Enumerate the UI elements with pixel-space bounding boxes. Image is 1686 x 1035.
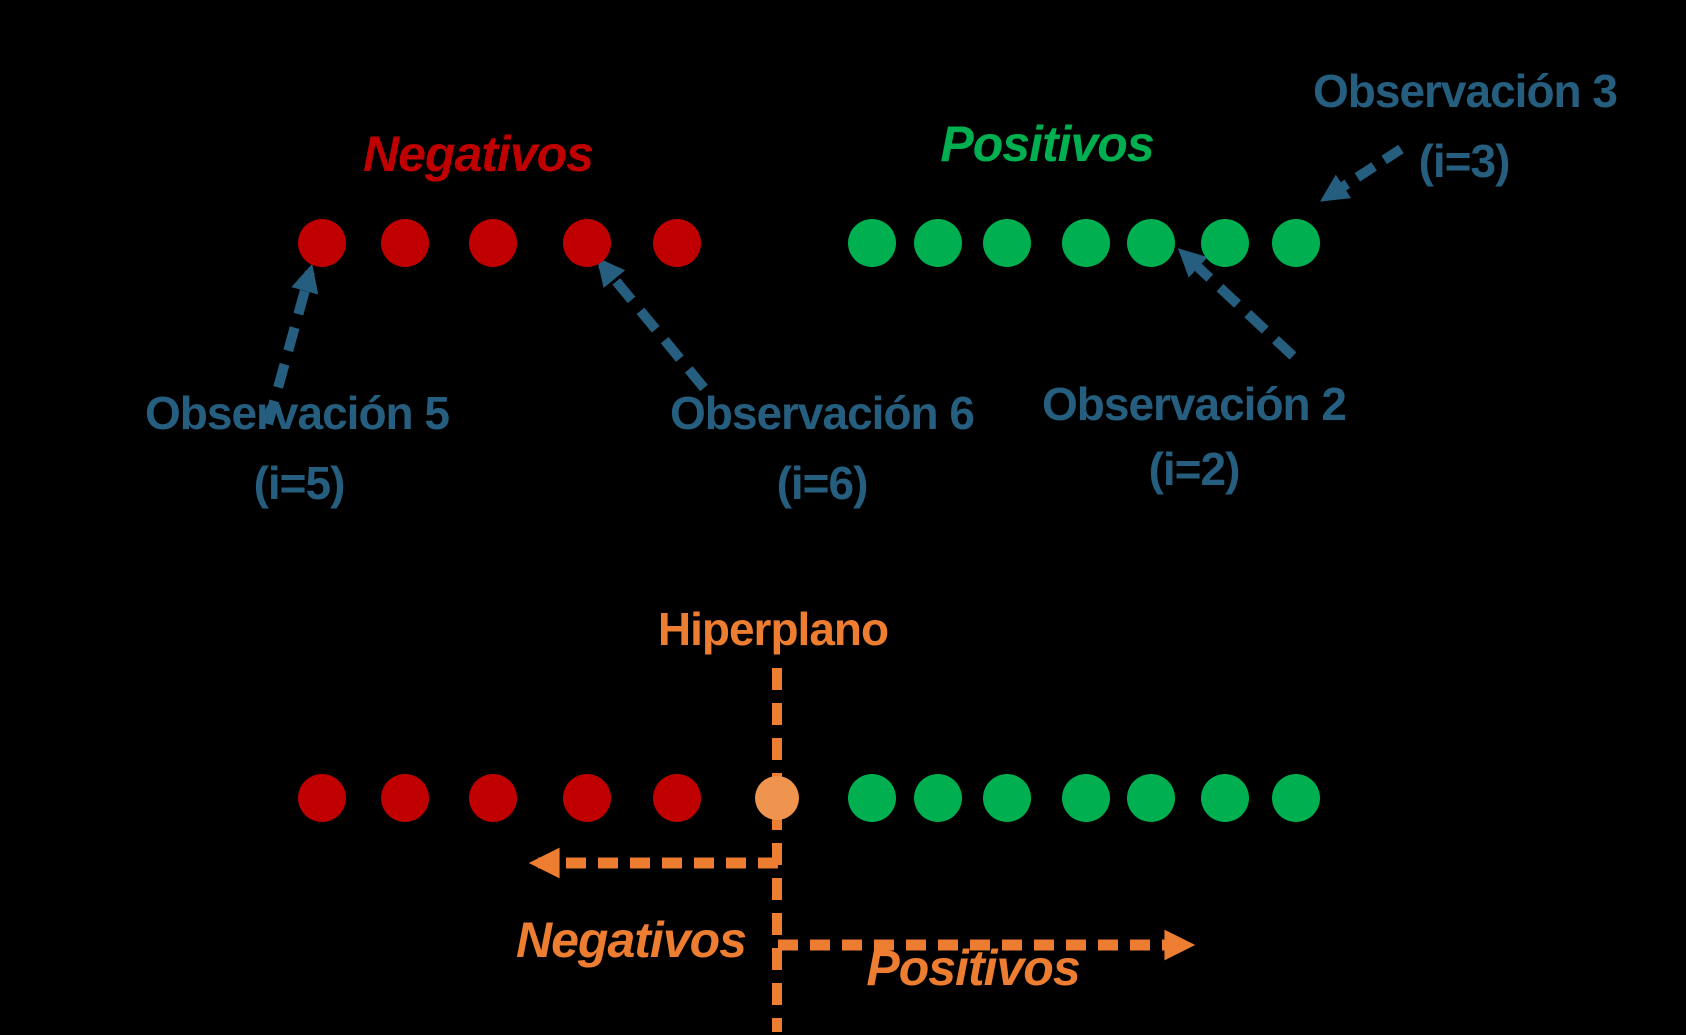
positive-dot — [1201, 219, 1249, 267]
positive-dot — [914, 774, 962, 822]
hyperplane-dot — [755, 776, 799, 820]
positive-dot — [848, 774, 896, 822]
obs3-arrow — [1319, 144, 1404, 202]
obs3-index: (i=3) — [1418, 135, 1511, 187]
negative-dot — [298, 774, 346, 822]
bottom-dot-row — [298, 774, 1320, 822]
positive-dot — [983, 774, 1031, 822]
negative-dot — [563, 219, 611, 267]
top-positives-title: Positivos — [940, 116, 1154, 172]
obs3-label: Observación 3 — [1312, 65, 1618, 117]
positive-dot — [1062, 774, 1110, 822]
top-dot-row — [298, 219, 1320, 267]
positive-dot — [1127, 774, 1175, 822]
obs6-label: Observación 6 — [669, 387, 975, 439]
obs5-label: Observación 5 — [144, 387, 450, 439]
obs2-index: (i=2) — [1148, 443, 1241, 495]
positive-dot — [1272, 774, 1320, 822]
positive-dot — [983, 219, 1031, 267]
negative-dot — [653, 219, 701, 267]
positive-dot — [848, 219, 896, 267]
top-negatives-title: Negativos — [363, 126, 594, 182]
hyperplane-title: Hiperplano — [657, 603, 889, 655]
positive-dot — [1201, 774, 1249, 822]
negative-dot — [653, 774, 701, 822]
positive-dot — [1127, 219, 1175, 267]
negative-dot — [469, 219, 517, 267]
obs5-index: (i=5) — [253, 457, 346, 509]
negative-dot — [469, 774, 517, 822]
obs2-label: Observación 2 — [1041, 378, 1347, 430]
obs2-arrow — [1177, 248, 1297, 360]
positive-dot — [1272, 219, 1320, 267]
bottom-negatives-label: Negativos — [516, 912, 747, 968]
negative-dot — [381, 774, 429, 822]
negative-dot — [298, 219, 346, 267]
obs6-index: (i=6) — [776, 457, 869, 509]
positive-dot — [1062, 219, 1110, 267]
negative-dot — [563, 774, 611, 822]
obs6-arrow — [596, 257, 708, 392]
bottom-positives-label: Positivos — [866, 940, 1080, 996]
negative-dot — [381, 219, 429, 267]
positive-dot — [914, 219, 962, 267]
obs5-arrow — [263, 263, 319, 426]
